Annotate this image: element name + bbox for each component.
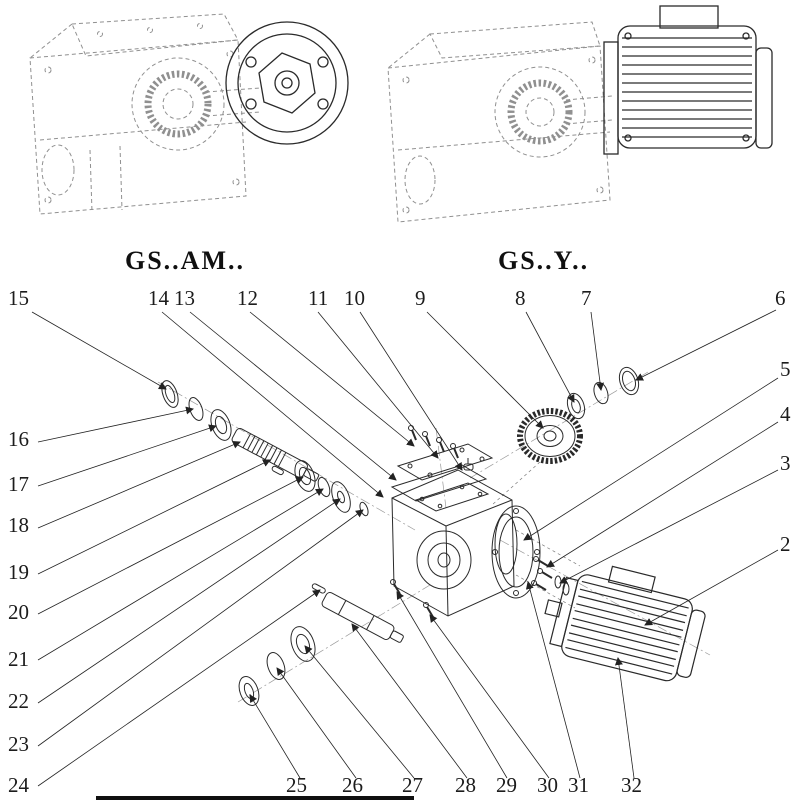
callout-24: 24 bbox=[8, 773, 29, 797]
gear-housing bbox=[391, 469, 518, 617]
callout-30: 30 bbox=[537, 773, 558, 797]
page-bottom-edge bbox=[96, 796, 414, 800]
leader-lines bbox=[31, 309, 779, 787]
exploded-view bbox=[157, 366, 711, 706]
o-ring-23 bbox=[359, 501, 369, 517]
callout-31: 31 bbox=[568, 773, 589, 797]
screw-29 bbox=[390, 579, 401, 595]
callout-22: 22 bbox=[8, 689, 29, 713]
callout-7: 7 bbox=[581, 286, 592, 310]
flange-bolts-4 bbox=[531, 556, 553, 591]
figure-caption-gs-am: GS..AM.. bbox=[125, 246, 245, 275]
gear-motor-2 bbox=[544, 565, 706, 682]
callout-28: 28 bbox=[455, 773, 476, 797]
callout-5: 5 bbox=[780, 357, 791, 381]
callout-2: 2 bbox=[780, 532, 791, 556]
bolt-washers-3 bbox=[554, 575, 570, 596]
snap-ring-16 bbox=[188, 397, 204, 421]
motor-flange-gasket-5 bbox=[491, 505, 541, 599]
callout-17: 17 bbox=[8, 472, 29, 496]
callout-8: 8 bbox=[515, 286, 526, 310]
callout-26: 26 bbox=[342, 773, 363, 797]
callout-23: 23 bbox=[8, 732, 29, 756]
callout-25: 25 bbox=[286, 773, 307, 797]
gearbox-housing-dashed bbox=[29, 13, 261, 215]
gearbox-housing-2-dashed bbox=[387, 21, 613, 223]
seal-ring-15 bbox=[161, 380, 179, 408]
figure-gs-am bbox=[29, 13, 349, 215]
callout-10: 10 bbox=[344, 286, 365, 310]
snap-ring-7 bbox=[593, 381, 609, 405]
washer-8 bbox=[566, 392, 586, 420]
vent-plug-10 bbox=[463, 458, 474, 471]
callout-20: 20 bbox=[8, 600, 29, 624]
callout-11: 11 bbox=[308, 286, 329, 310]
key-19 bbox=[271, 465, 284, 476]
callout-13: 13 bbox=[174, 286, 195, 310]
cover-plate-11 bbox=[396, 443, 494, 481]
washer-21 bbox=[317, 476, 331, 498]
helical-gear-9 bbox=[517, 408, 583, 464]
callout-29: 29 bbox=[496, 773, 517, 797]
callout-14: 14 bbox=[148, 286, 169, 310]
bearing-27 bbox=[290, 626, 316, 662]
callout-6: 6 bbox=[775, 286, 786, 310]
screw-30 bbox=[423, 602, 434, 618]
cover-screws-12 bbox=[408, 425, 459, 459]
center-lines bbox=[157, 371, 711, 703]
callout-4: 4 bbox=[780, 402, 791, 426]
callout-12: 12 bbox=[237, 286, 258, 310]
callout-32: 32 bbox=[621, 773, 642, 797]
figure-caption-gs-y: GS..Y.. bbox=[498, 246, 590, 275]
callout-21: 21 bbox=[8, 647, 29, 671]
electric-motor-top bbox=[603, 5, 773, 155]
callout-19: 19 bbox=[8, 560, 29, 584]
washer-25 bbox=[238, 676, 260, 706]
snap-ring-26 bbox=[266, 652, 286, 680]
mounting-flange bbox=[225, 21, 349, 145]
callout-15: 15 bbox=[8, 286, 29, 310]
output-shaft-28 bbox=[321, 592, 404, 643]
shim-disc-22 bbox=[331, 481, 351, 513]
figure-gs-y bbox=[387, 5, 773, 223]
bolt-path-dashes bbox=[491, 461, 581, 609]
callout-3: 3 bbox=[780, 451, 791, 475]
callout-27: 27 bbox=[402, 773, 423, 797]
callout-16: 16 bbox=[8, 427, 29, 451]
callout-18: 18 bbox=[8, 513, 29, 537]
pin-24 bbox=[311, 583, 326, 594]
callout-9: 9 bbox=[415, 286, 426, 310]
worm-shaft-18 bbox=[231, 428, 320, 482]
cover-gasket-13 bbox=[390, 464, 488, 502]
seal-ring-6 bbox=[618, 366, 640, 396]
